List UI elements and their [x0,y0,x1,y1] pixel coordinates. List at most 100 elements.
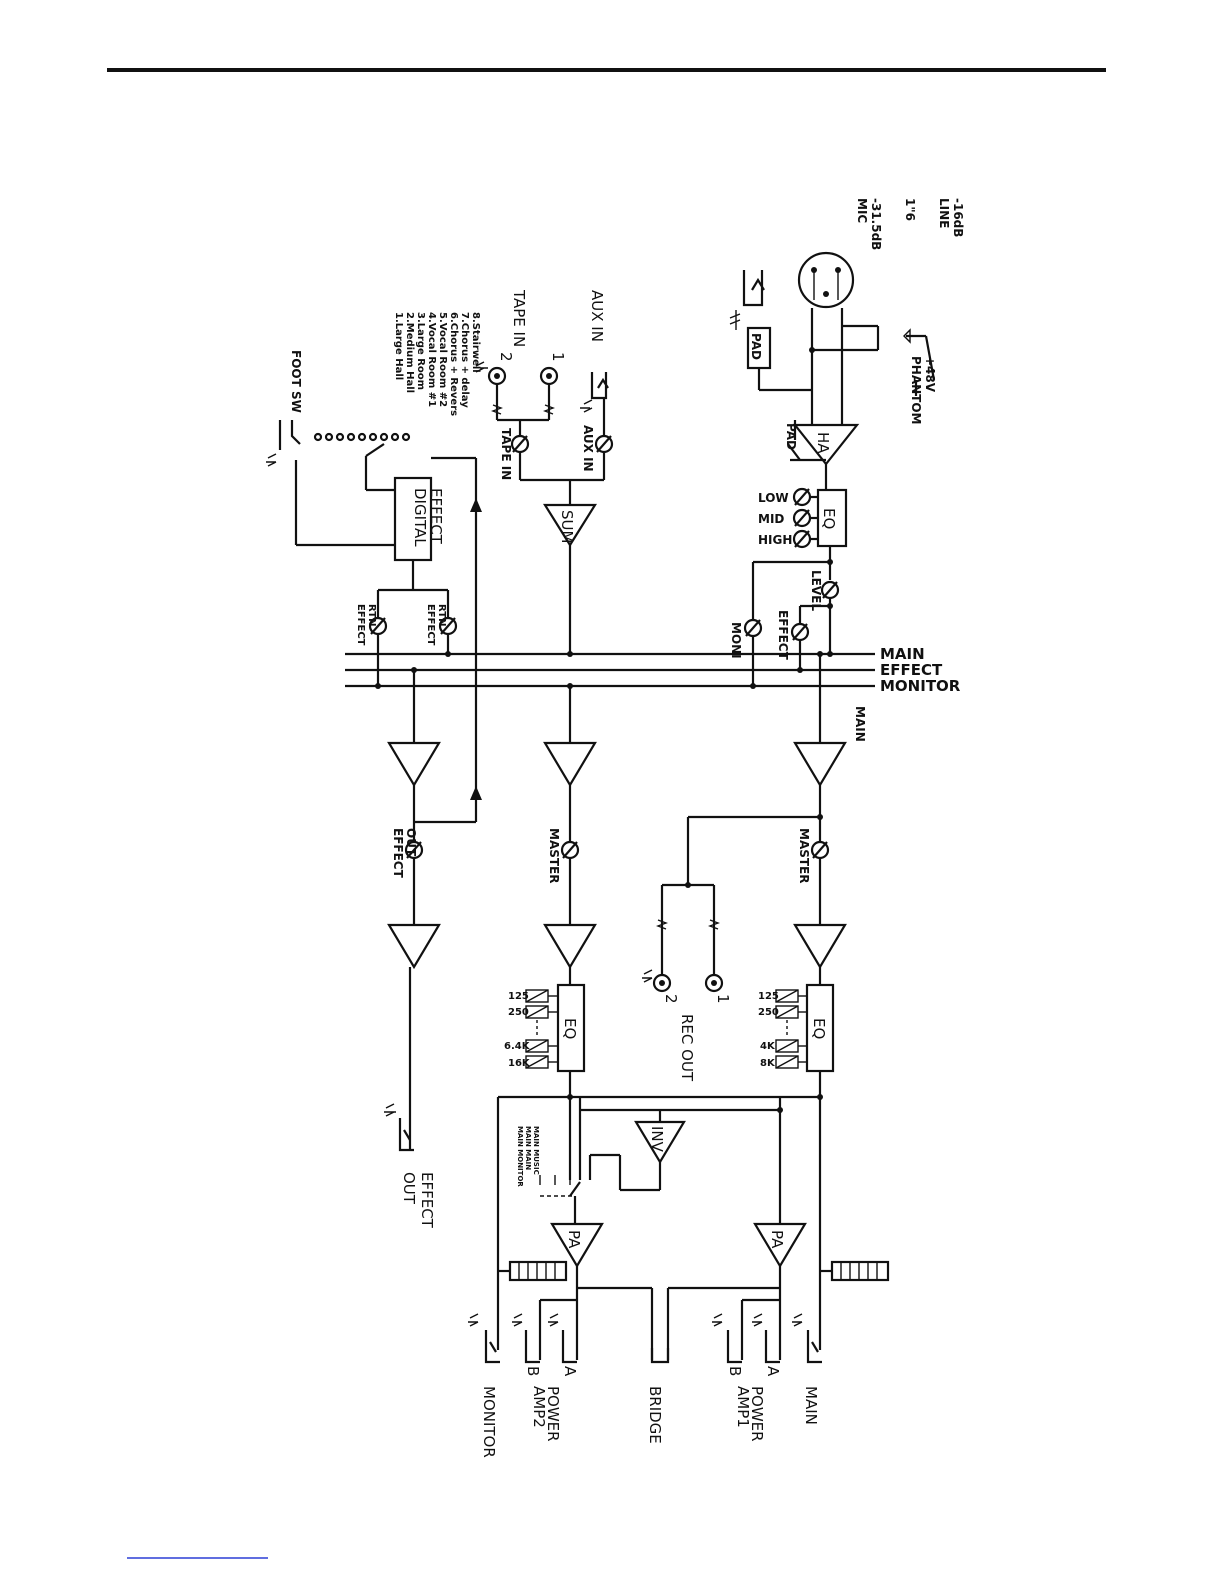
svg-text:MONI: MONI [729,622,743,659]
main-geq-sliders[interactable] [775,989,807,1069]
svg-text:2: 2 [662,994,680,1004]
svg-text:LEVEL: LEVEL [809,570,823,611]
bridge-label: BRIDGE [646,1386,664,1444]
mode-switch[interactable] [539,1175,581,1224]
aux-in-jack[interactable] [590,372,609,400]
input-channel: MIC -31.5dB 1"6 LINE -16dB PAD [729,198,965,689]
xlr-connector[interactable] [797,251,855,309]
svg-text:AMP1: AMP1 [734,1386,752,1428]
svg-text:DIGITAL: DIGITAL [411,488,429,547]
svg-text:MAIN MUSIC: MAIN MUSIC [532,1126,540,1175]
inverter-amp [634,1120,686,1165]
power-amp-1 [753,1222,807,1269]
main-path: MAIN MASTER EQ 125 250 4K [688,651,867,1350]
foot-sw-jack[interactable] [278,420,301,450]
head-amp [792,423,860,466]
power-amp2-label: POWER AMP2 [530,1386,562,1442]
svg-text:PAD: PAD [784,423,798,450]
digital-effect-box [393,476,433,562]
svg-text:PA: PA [768,1230,786,1249]
svg-text:MASTER: MASTER [797,828,811,884]
svg-text:MAIN MONITOR: MAIN MONITOR [516,1126,524,1187]
svg-text:PAD: PAD [749,333,763,360]
main-geq-box [805,983,835,1073]
monitor-geq-box [556,983,586,1073]
svg-text:EQ: EQ [810,1018,828,1039]
main-amp [793,741,847,788]
svg-text:RTN: RTN [436,604,447,626]
bus-label-monitor: MONITOR [880,677,961,695]
svg-text:RTN: RTN [366,604,377,626]
svg-text:16K: 16K [508,1058,531,1069]
svg-text:MASTER: MASTER [547,828,561,884]
svg-text:6.Chorus + Revers: 6.Chorus + Revers [448,312,459,416]
monitor-out-label: MONITOR [480,1386,498,1458]
main-out-label: MAIN [802,1386,820,1425]
pad-switch[interactable] [787,420,826,462]
svg-text:1: 1 [549,352,567,362]
svg-text:1.Large Hall: 1.Large Hall [393,312,404,380]
mic-line-labels: MIC -31.5dB 1"6 LINE -16dB [855,198,965,250]
svg-text:A: A [561,1366,579,1377]
svg-text:EFFECT: EFFECT [355,604,366,646]
line-jack-icon[interactable] [742,270,765,307]
svg-text:EFFECT: EFFECT [418,1172,436,1229]
monitor-geq-sliders[interactable] [525,989,558,1069]
monitor-path: MASTER EQ 125 250 6.4K 16K [504,683,597,1180]
svg-text:6.4K: 6.4K [504,1041,531,1052]
svg-text:1"6: 1"6 [903,198,917,221]
svg-text:EFFECT: EFFECT [776,610,790,661]
rec-out-jack-2[interactable] [652,973,672,993]
svg-text:INV: INV [648,1126,666,1153]
monitor-out-jack[interactable] [484,1330,500,1364]
svg-text:PA: PA [565,1230,583,1249]
channel-eq-knobs: LOW MID HIGH [758,487,818,549]
svg-text:-16dB: -16dB [951,198,965,237]
power-amp2-b-jack[interactable] [524,1330,540,1364]
svg-text:HA: HA [814,432,832,454]
bus-label-main: MAIN [880,645,925,663]
svg-text:MIC: MIC [855,198,869,223]
svg-text:250: 250 [508,1007,529,1018]
svg-text:+48V: +48V [923,356,937,393]
rec-out-jack-1[interactable] [704,973,724,993]
power-amp1-b-jack[interactable] [726,1330,742,1364]
svg-text:POWER: POWER [748,1386,766,1442]
main-out-amp [793,923,847,970]
svg-text:LINE: LINE [937,198,951,228]
svg-text:8K: 8K [760,1058,776,1069]
svg-text:3.Large Room: 3.Large Room [415,312,426,390]
svg-text:OUT: OUT [404,828,418,857]
svg-text:EFFECT: EFFECT [427,488,445,545]
bridge-jack[interactable] [650,1348,670,1364]
svg-text:POWER: POWER [544,1386,562,1442]
power-amp1-label: POWER AMP1 [734,1386,766,1442]
power-amp1-a-jack[interactable] [764,1330,780,1364]
power-amp-2 [550,1222,604,1269]
power-amp-section: INV MAIN MUSIC MAIN MAIN MAIN MONITOR PA… [496,1094,890,1360]
digital-effect-section: 1.Large Hall 2.Medium Hall 3.Large Room … [266,312,481,689]
effect-amp [387,741,441,788]
svg-text:125: 125 [758,991,779,1002]
svg-text:4K: 4K [760,1041,776,1052]
svg-text:250: 250 [758,1007,779,1018]
bus-label-effect: EFFECT [880,661,943,679]
svg-text:2: 2 [497,352,515,362]
svg-text:1: 1 [714,994,732,1004]
effect-preset-selector[interactable] [313,432,411,492]
svg-text:B: B [726,1366,744,1376]
svg-text:7.Chorus + delay: 7.Chorus + delay [459,312,470,408]
main-out-jack[interactable] [806,1330,822,1364]
effect-out-path: EFFECT OUT EFFECT OUT [384,458,482,1229]
svg-text:EFFECT: EFFECT [425,604,436,646]
effect-out-jack[interactable] [398,1118,414,1152]
monitor-out-amp [543,923,597,970]
power-amp2-a-jack[interactable] [561,1330,577,1364]
aux-tape-section: AUX IN TAPE IN AUX IN 1 2 TAPE IN SUM [475,289,614,657]
svg-text:MAIN: MAIN [853,706,867,742]
svg-text:SUM: SUM [558,510,576,543]
svg-text:8.Stairwell: 8.Stairwell [470,312,481,373]
rec-out-section: 1 2 REC OUT [642,817,732,1082]
svg-text:-31.5dB: -31.5dB [869,198,883,250]
